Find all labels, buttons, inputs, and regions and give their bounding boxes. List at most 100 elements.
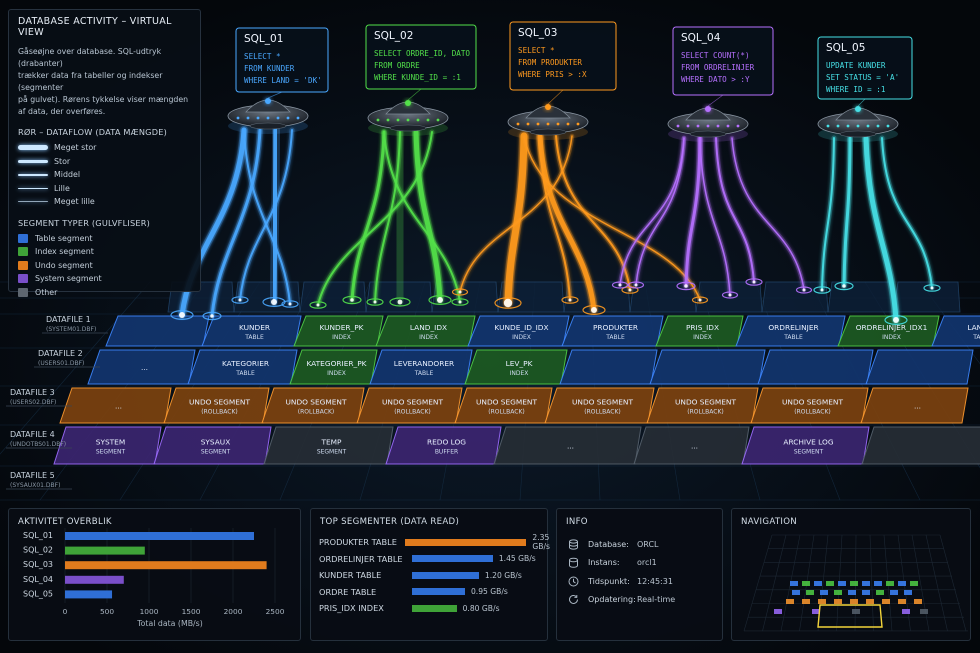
- segment-legend-item: Undo segment: [18, 259, 191, 273]
- segment-tile-name: UNDO SEGMENT: [286, 398, 347, 407]
- segment-tile-name: ORDRELINJER: [768, 323, 818, 332]
- segment-tile[interactable]: UNDO SEGMENT(ROLLBACK): [646, 387, 759, 424]
- pipe-endpoint-ring: [494, 297, 522, 309]
- minimap-tile: [876, 590, 884, 595]
- segment-tile[interactable]: [649, 349, 766, 385]
- minimap-tile: [862, 581, 870, 586]
- sql-box-connector: [407, 88, 422, 101]
- minimap-tile: [812, 609, 820, 614]
- pipe-endpoint-dot: [842, 284, 846, 288]
- segment-tile-type: (ROLLBACK): [298, 409, 335, 416]
- navigation-panel[interactable]: NAVIGATION: [731, 508, 971, 641]
- segment-tile[interactable]: [757, 349, 874, 385]
- segment-tile[interactable]: LANDERTABLE: [931, 315, 980, 347]
- segment-tile[interactable]: ...: [87, 349, 196, 385]
- segment-tile[interactable]: ...: [633, 426, 750, 465]
- data-pipe: [202, 127, 263, 321]
- segment-tile[interactable]: UNDO SEGMENT(ROLLBACK): [163, 387, 270, 424]
- sql-line: SELECT *: [244, 52, 281, 61]
- top-segment-bar: [405, 538, 527, 546]
- segment-tile[interactable]: [861, 426, 980, 465]
- segment-legend-item: System segment: [18, 272, 191, 286]
- top-segment-value: 1.45 GB/s: [498, 554, 536, 564]
- data-pipe-core: [635, 137, 685, 286]
- minimap-viewport[interactable]: [817, 604, 883, 628]
- floor-tile-distant: [893, 281, 961, 313]
- pipe-endpoint-dot: [618, 283, 622, 287]
- segment-tile[interactable]: UNDO SEGMENT(ROLLBACK): [750, 387, 869, 424]
- segment-tile[interactable]: ...: [59, 387, 172, 424]
- segment-tile[interactable]: [865, 349, 974, 385]
- segment-tile-name: ...: [691, 442, 698, 451]
- pipe-legend-item: Lille: [18, 182, 191, 196]
- data-pipe-core: [523, 135, 701, 301]
- drone-light: [826, 124, 830, 128]
- segment-tile-shape: [649, 349, 766, 385]
- chart-bar: [65, 590, 113, 599]
- query-drone[interactable]: [507, 104, 589, 140]
- minimap-tile: [820, 590, 828, 595]
- segment-legend-item: Other: [18, 286, 191, 300]
- segment-tile[interactable]: UNDO SEGMENT(ROLLBACK): [454, 387, 553, 424]
- segment-tile[interactable]: ...: [860, 387, 969, 424]
- segment-tile-shape: [931, 315, 980, 347]
- pipe-endpoint-dot: [802, 288, 806, 292]
- top-segment-value: 0.95 GB/s: [470, 587, 508, 597]
- top-segment-bar: [412, 555, 493, 563]
- query-drone[interactable]: [667, 106, 749, 142]
- drone-beacon: [265, 98, 271, 104]
- segment-tile[interactable]: [105, 315, 210, 347]
- datafile-label: DATAFILE 1(SYSTEM01.DBF): [42, 315, 108, 334]
- pipe-endpoint-dot: [893, 317, 899, 323]
- segment-tile[interactable]: UNDO SEGMENT (ROLLBACK): [261, 387, 365, 424]
- segment-tile-type: (ROLLBACK): [201, 409, 238, 416]
- query-drone[interactable]: [817, 106, 899, 142]
- segment-tile[interactable]: [559, 349, 658, 385]
- drone-light: [736, 124, 740, 128]
- database-icon: [569, 538, 578, 550]
- data-pipe: [537, 133, 579, 304]
- data-pipe-core: [350, 130, 386, 302]
- minimap-tile: [802, 599, 810, 604]
- query-drone[interactable]: [227, 98, 309, 134]
- segment-tile[interactable]: UNDO SEGMENT(ROLLBACK): [356, 387, 463, 424]
- segment-tile[interactable]: ...: [493, 426, 642, 465]
- query-drone[interactable]: [367, 100, 449, 136]
- chart-bar: [65, 575, 124, 584]
- segment-tile[interactable]: UNDO SEGMENT(ROLLBACK): [544, 387, 655, 424]
- sql-line: WHERE KUNDE_ID = :1: [374, 73, 461, 82]
- data-pipe: [241, 127, 299, 308]
- navigation-minimap[interactable]: [732, 509, 972, 642]
- segment-tile-name: UNDO SEGMENT: [382, 398, 443, 407]
- drone-light: [386, 118, 390, 122]
